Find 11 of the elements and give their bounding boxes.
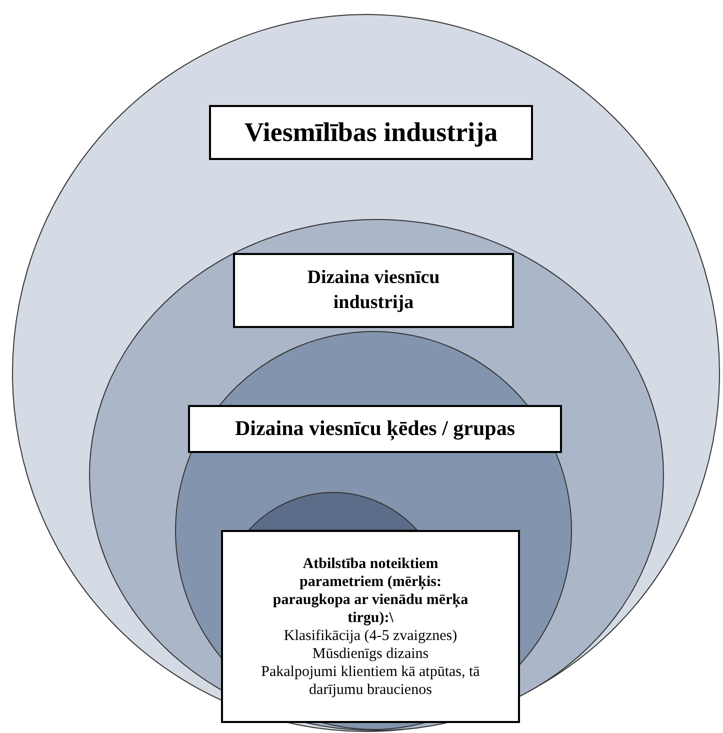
body-text: Klasifikācija (4-5 zvaigznes) <box>284 626 458 644</box>
heading-text: Dizaina viesnīcu ķēdes / grupas <box>234 415 516 442</box>
heading-text: Atbilstība noteiktiem parametriem (mērķis: paraugkopa ar vienādu mērķa tirgu):\ <box>272 554 470 626</box>
body-text: Mūsdienīgs dizains <box>312 644 429 662</box>
label-box <box>221 530 520 723</box>
label-box <box>209 105 533 160</box>
body-text: Pakalpojumi klientiem kā atpūtas, tā darījumu braucienos <box>260 662 481 698</box>
heading-text: Viesmīlības industrija <box>244 116 498 150</box>
heading-text: Dizaina viesnīcu industrija <box>306 266 441 314</box>
label-box <box>188 405 562 453</box>
label-box <box>233 253 514 328</box>
